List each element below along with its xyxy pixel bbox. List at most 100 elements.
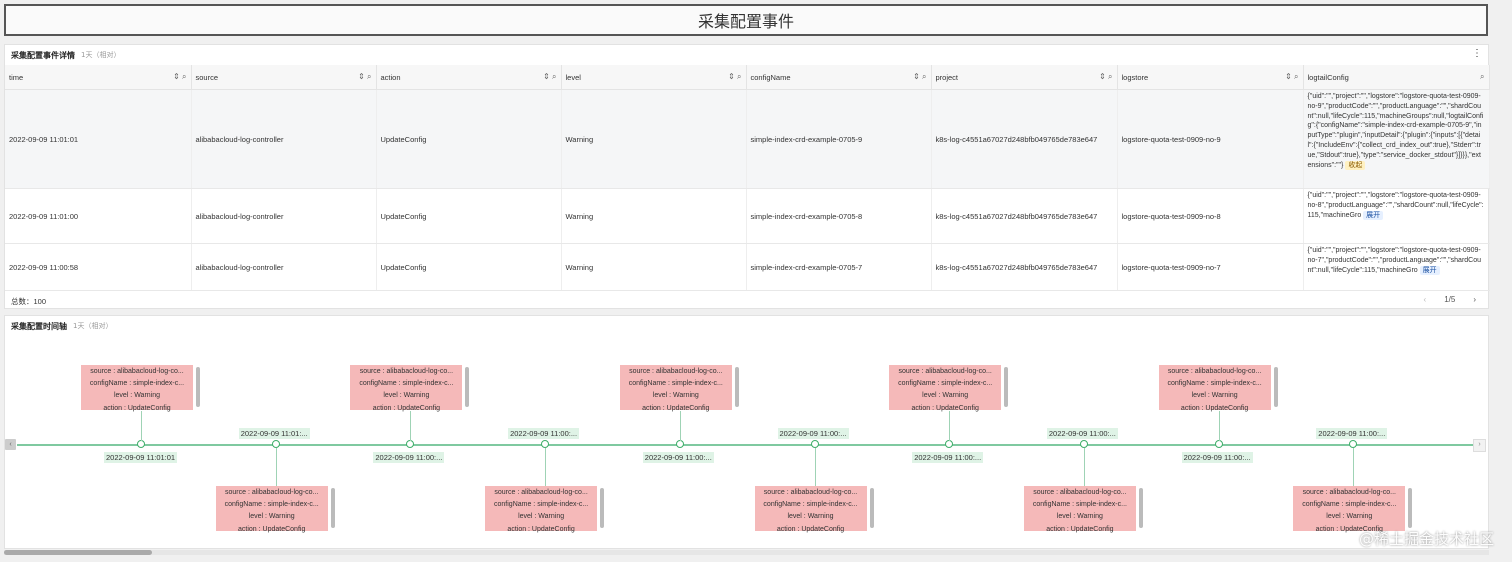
card-scrollbar[interactable] [465, 367, 470, 407]
details-panel-header: 采集配置事件详情 1天（相对） ⋮ [5, 45, 1488, 65]
table-row[interactable]: 2022-09-09 11:01:00 alibabacloud-log-con… [5, 188, 1490, 244]
event-field-configname: configName : simple-index-c... [89, 380, 185, 388]
event-field-source: source : alibabacloud-log-co... [494, 489, 588, 496]
timeline-connector [410, 411, 412, 441]
timeline-event-dot[interactable] [1079, 440, 1088, 448]
details-panel: 采集配置事件详情 1天（相对） ⋮ time⇕ ⌕ source⇕ ⌕ acti… [4, 44, 1490, 309]
cell-source: alibabacloud-log-controller [191, 243, 377, 291]
chevron-left-icon[interactable]: ‹ [1423, 295, 1427, 304]
search-icon[interactable]: ⌕ [1108, 72, 1113, 81]
card-scrollbar[interactable] [330, 488, 335, 528]
event-field-configname: configName : simple-index-c... [359, 380, 454, 388]
timeline-event-dot[interactable] [406, 440, 415, 448]
timeline-event-time: 2022-09-09 11:00:... [1046, 428, 1118, 439]
event-field-configname: configName : simple-index-c... [1167, 380, 1262, 388]
chevron-right-icon[interactable]: › [1473, 295, 1476, 304]
column-header-logstore[interactable]: logstore⇕ ⌕ [1117, 65, 1304, 90]
timeline-event-time: 2022-09-09 11:01:... [238, 428, 310, 439]
event-field-source: source : alibabacloud-log-co... [359, 368, 454, 375]
timeline-event-dot[interactable] [1349, 440, 1358, 448]
timeline-connector [814, 448, 816, 486]
timeline-event-card[interactable]: source : alibabacloud-log-co... configNam… [350, 365, 463, 412]
timeline-event-dot[interactable] [541, 440, 550, 448]
timeline-event-card[interactable]: source : alibabacloud-log-co...configNam… [754, 486, 867, 533]
horizontal-scrollbar[interactable] [4, 550, 1489, 555]
timeline-event-time: 2022-09-09 11:00:... [777, 428, 849, 439]
card-scrollbar[interactable] [600, 488, 605, 528]
event-field-configname: configName : simple-index-c... [494, 501, 589, 509]
sort-icon[interactable]: ⇕ [913, 72, 920, 81]
sort-icon[interactable]: ⇕ [1285, 72, 1292, 81]
timeline-event-dot[interactable] [1214, 440, 1223, 448]
timeline-event-dot[interactable] [810, 440, 819, 448]
column-header-configname[interactable]: configName⇕ ⌕ [746, 65, 932, 90]
column-header-level[interactable]: level⇕ ⌕ [561, 65, 747, 90]
timeline-event-card[interactable]: source : alibabacloud-log-co...configNam… [81, 365, 193, 412]
total-label: 总数： [11, 296, 34, 306]
column-header-source[interactable]: source⇕ ⌕ [191, 65, 377, 90]
card-scrollbar[interactable] [1138, 488, 1143, 528]
card-scrollbar[interactable] [869, 488, 874, 528]
timeline-event-dot[interactable] [675, 440, 684, 448]
timeline-event-dot[interactable] [271, 440, 280, 448]
timeline-event-card[interactable]: source : alibabacloud-log-co...configNam… [215, 486, 328, 533]
timeline-panel-header: 采集配置时间轴 1天（相对） [5, 316, 1488, 336]
timeline-event-card[interactable]: source : alibabacloud-log-co...configNam… [889, 365, 1002, 412]
event-field-source: source : alibabacloud-log-co... [629, 368, 723, 375]
event-field-level: level : Warning [113, 392, 161, 400]
column-header-logtailconfig[interactable]: logtailConfig⌕ [1303, 65, 1490, 90]
timeline-event-card[interactable]: source : alibabacloud-log-co...configNam… [619, 365, 732, 412]
timeline-event-time: 2022-09-09 11:00:... [1316, 428, 1388, 439]
card-scrollbar[interactable] [196, 367, 200, 407]
table-row[interactable]: 2022-09-09 11:00:58 alibabacloud-log-con… [5, 243, 1490, 291]
column-header-project[interactable]: project⇕ ⌕ [931, 65, 1118, 90]
event-field-action: action : UpdateConfig [1046, 525, 1114, 533]
cell-logstore: logstore-quota-test-0909-no-9 [1117, 89, 1304, 189]
cell-logstore: logstore-quota-test-0909-no-8 [1117, 188, 1304, 244]
event-field-action: action : UpdateConfig [372, 404, 441, 412]
sort-icon[interactable]: ⇕ [358, 72, 365, 81]
search-icon[interactable]: ⌕ [552, 72, 557, 81]
collapse-toggle[interactable]: 收起 [1345, 160, 1366, 171]
cell-time: 2022-09-09 11:01:00 [5, 188, 192, 244]
scroll-left-icon[interactable]: ‹ [5, 439, 16, 450]
timeline-event-card[interactable]: source : alibabacloud-log-co...configNam… [1158, 365, 1271, 412]
table-row[interactable]: 2022-09-09 11:01:01 alibabacloud-log-con… [5, 89, 1490, 189]
search-icon[interactable]: ⌕ [1294, 72, 1299, 81]
timeline-event-time: 2022-09-09 11:00:... [1181, 452, 1253, 463]
event-field-action: action : UpdateConfig [238, 525, 306, 533]
cell-configname: simple-index-crd-example-0705-7 [746, 243, 932, 291]
timeline-event-card[interactable]: source : alibabacloud-log-co...configNam… [1293, 486, 1406, 533]
timeline-connector [275, 448, 277, 486]
timeline-event-dot[interactable] [945, 440, 954, 448]
search-icon[interactable]: ⌕ [922, 72, 927, 81]
card-scrollbar[interactable] [734, 367, 739, 407]
timeline-event-card[interactable]: source : alibabacloud-log-co...configNam… [1023, 486, 1136, 533]
column-header-action[interactable]: action⇕ ⌕ [376, 65, 562, 90]
timeline-event-dot[interactable] [137, 440, 145, 448]
search-icon[interactable]: ⌕ [737, 72, 742, 81]
sort-icon[interactable]: ⇕ [543, 72, 550, 81]
column-header-time[interactable]: time⇕ ⌕ [5, 65, 192, 90]
card-scrollbar[interactable] [1004, 367, 1009, 407]
cell-project: k8s-log-c4551a67027d248bfb049765de783e64… [931, 188, 1118, 244]
search-icon[interactable]: ⌕ [1480, 72, 1485, 81]
more-vertical-icon[interactable]: ⋮ [1472, 48, 1482, 59]
card-scrollbar[interactable] [1273, 367, 1278, 407]
expand-toggle[interactable]: 展开 [1419, 265, 1440, 276]
timeline-event-card[interactable]: source : alibabacloud-log-co... configNam… [485, 486, 598, 533]
sort-icon[interactable]: ⇕ [728, 72, 735, 81]
search-icon[interactable]: ⌕ [182, 72, 187, 81]
scrollbar-thumb[interactable] [4, 550, 152, 555]
card-scrollbar[interactable] [1408, 488, 1413, 528]
event-field-level: level : Warning [922, 392, 969, 400]
event-field-level: level : Warning [383, 392, 430, 400]
expand-toggle[interactable]: 展开 [1363, 210, 1384, 221]
search-icon[interactable]: ⌕ [367, 72, 372, 81]
event-field-level: level : Warning [1056, 513, 1103, 521]
sort-icon[interactable]: ⇕ [173, 72, 180, 81]
scroll-right-icon[interactable]: › [1473, 439, 1486, 452]
sort-icon[interactable]: ⇕ [1099, 72, 1106, 81]
cell-logtailconfig: {"uid":"","project":"","logstore":"logst… [1303, 243, 1490, 291]
